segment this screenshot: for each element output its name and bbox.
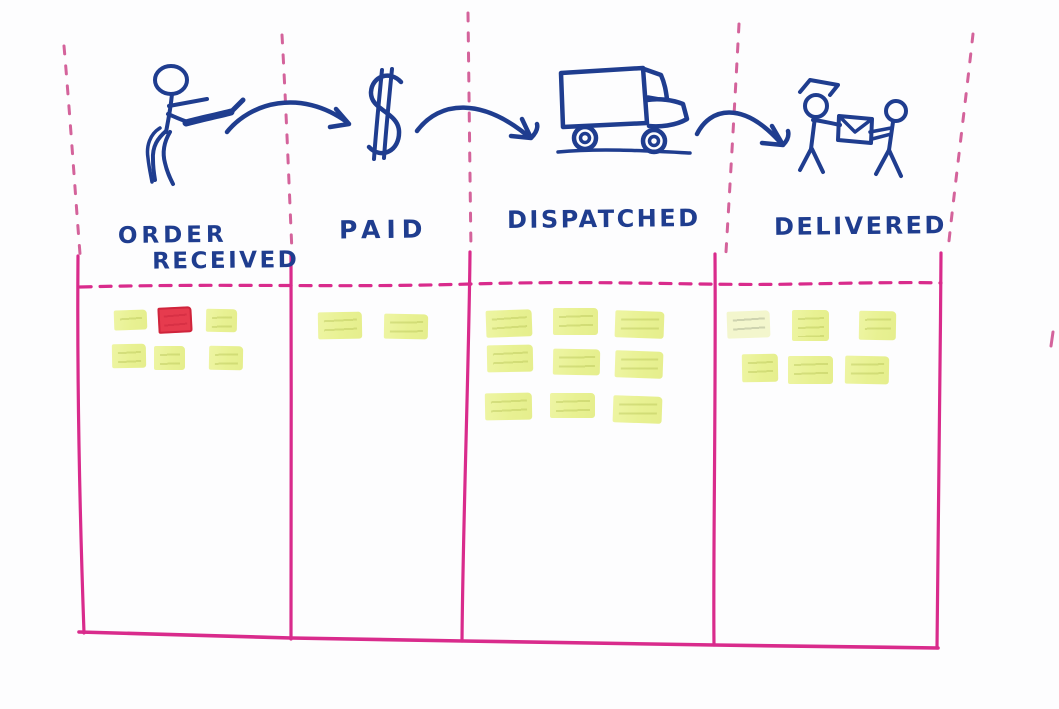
sticky-note-dispatched [553, 308, 598, 335]
envelope-icon [836, 114, 874, 145]
courier-handing-package-icon [798, 78, 908, 178]
board-bottom-line [77, 630, 940, 650]
column-divider [289, 252, 293, 641]
sticky-note-dispatched [550, 393, 595, 418]
column-divider [712, 252, 717, 647]
column-lines [62, 11, 1055, 650]
customer-ordering-figure-icon [145, 64, 246, 186]
column-header-order-received: ORDER RECEIVED [118, 221, 300, 275]
flow-arrow-icon [694, 110, 783, 145]
dollar-sign-icon [366, 67, 404, 161]
column-header-dispatched: DISPATCHED [506, 203, 701, 235]
column-border-right [935, 251, 943, 650]
sticky-note-delivered [788, 356, 833, 384]
column-label: RECEIVED [152, 247, 300, 275]
flow-arrow-icon [414, 105, 531, 139]
dashed-header-separator [78, 280, 943, 289]
dashed-column-guide [466, 11, 473, 252]
column-divider [460, 250, 472, 643]
flow-arrows [224, 100, 791, 148]
flow-arrow-icon [224, 100, 350, 135]
column-header-paid: PAID [338, 214, 429, 245]
sticky-note-delivered [792, 310, 829, 341]
stray-pink-mark [1049, 330, 1055, 348]
sticky-note-order-received [154, 346, 185, 370]
column-border-left [76, 254, 86, 635]
dashed-column-guide [280, 33, 294, 254]
dashed-column-guide [724, 22, 741, 254]
dashed-column-guide [62, 44, 82, 256]
column-label: ORDER [117, 221, 228, 249]
recipient-figure-icon [884, 99, 908, 123]
delivery-truck-icon [556, 65, 692, 155]
column-header-delivered: DELIVERED [773, 211, 947, 241]
dashed-column-guide [946, 32, 975, 252]
